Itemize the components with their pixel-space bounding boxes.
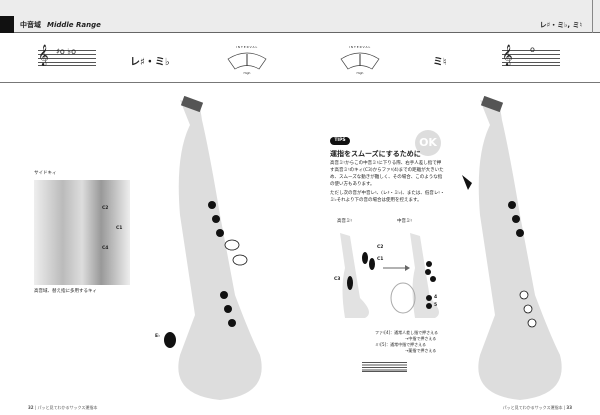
key-c1: C1 — [377, 257, 384, 262]
finger-notes: ファ♮[4]：通常人差し指で押さえる →中指で押さえる ミ♮[5]：通常中指で押… — [375, 330, 438, 354]
label-from: 高音ミ♮ — [337, 219, 353, 224]
treble-clef-icon: 𝄞 — [502, 45, 513, 66]
photo-title: サイドキィ — [34, 171, 57, 176]
note-mi-alt: →薬指で押さえる — [405, 348, 437, 353]
gauge-title: INTERVAL — [348, 45, 372, 49]
note-fa-alt: →中指で押さえる — [405, 336, 437, 341]
key-label-eflat: E♭ — [155, 334, 161, 339]
note-row: 𝄞 ♯o ♭o レ♯・ミ♭ INTERVAL High INTERVAL Hig… — [0, 33, 600, 83]
fingering-comparison — [340, 233, 439, 318]
book-title-left: パッと見てわかるサックス運指本 — [37, 405, 98, 410]
tips-title: 運指をスムーズにするために — [330, 150, 421, 158]
page-number-left: 32 — [28, 405, 34, 410]
interval-gauge-right: INTERVAL High — [338, 45, 382, 75]
label-to: 中音ミ♮ — [397, 219, 413, 224]
page-number-right: 33 — [566, 405, 572, 410]
key-c2: C2 — [102, 206, 109, 211]
note-name-right: ミ♮ — [433, 57, 447, 68]
footer-left: 32 | パッと見てわかるサックス運指本 — [28, 405, 98, 410]
key-c2: C2 — [377, 245, 384, 250]
key-c4: C4 — [102, 246, 109, 251]
tips-badge: TIPS — [330, 137, 350, 145]
footer-right: パッと見てわかるサックス運指本 | 33 — [502, 405, 572, 410]
key-c3: C3 — [334, 277, 341, 282]
header-notes: レ♯・ミ♭, ミ♮ — [539, 21, 582, 29]
divider — [592, 0, 593, 33]
side-key-photo: C2 C1 C4 — [34, 180, 130, 285]
gauge-title: INTERVAL — [235, 45, 259, 49]
section-marker — [0, 16, 14, 33]
gauge-label: High — [243, 71, 251, 75]
note-fa: ファ♮[4]：通常人差し指で押さえる — [375, 330, 438, 335]
saxophone-diagram-right — [462, 95, 562, 400]
key-5: 5 — [434, 303, 438, 308]
note-whole: o — [530, 45, 535, 54]
section-title: 中音域 Middle Range — [20, 20, 101, 30]
treble-clef-icon: 𝄞 — [38, 45, 49, 66]
staff-left — [38, 50, 96, 66]
page-header: 中音域 Middle Range レ♯・ミ♭, ミ♮ — [0, 0, 600, 33]
staff-mini — [362, 362, 407, 372]
book-title-right: パッと見てわかるサックス運指本 — [502, 405, 563, 410]
note-name-left: レ♯・ミ♭ — [130, 57, 170, 68]
tips-paragraph-1: 高音ミ♮からこの中音ミ♮に下りる際、右手人差し指で押す高音ミ♮のキィ(C3)から… — [330, 161, 444, 187]
ok-seal: OK — [415, 130, 441, 156]
saxophone-diagram-left — [164, 95, 262, 400]
photo-caption: 高音域、替え指に多用するキィ — [34, 289, 97, 294]
section-jp: 中音域 — [20, 21, 41, 29]
section-en: Middle Range — [47, 21, 101, 29]
tips-paragraph-2: ただし次の音が中音レ♮、(レ♯・ミ♭)、または、低音レ♮・ミ♭それより下の音の場… — [330, 191, 445, 203]
notes-sharp-flat: ♯o ♭o — [56, 47, 76, 56]
key-4: 4 — [434, 295, 438, 300]
key-c1: C1 — [116, 226, 123, 231]
interval-gauge-left: INTERVAL High — [225, 45, 269, 75]
staff-right — [502, 50, 560, 66]
note-mi: ミ♮[5]：通常中指で押さえる — [375, 342, 426, 347]
gauge-label: High — [356, 71, 364, 75]
